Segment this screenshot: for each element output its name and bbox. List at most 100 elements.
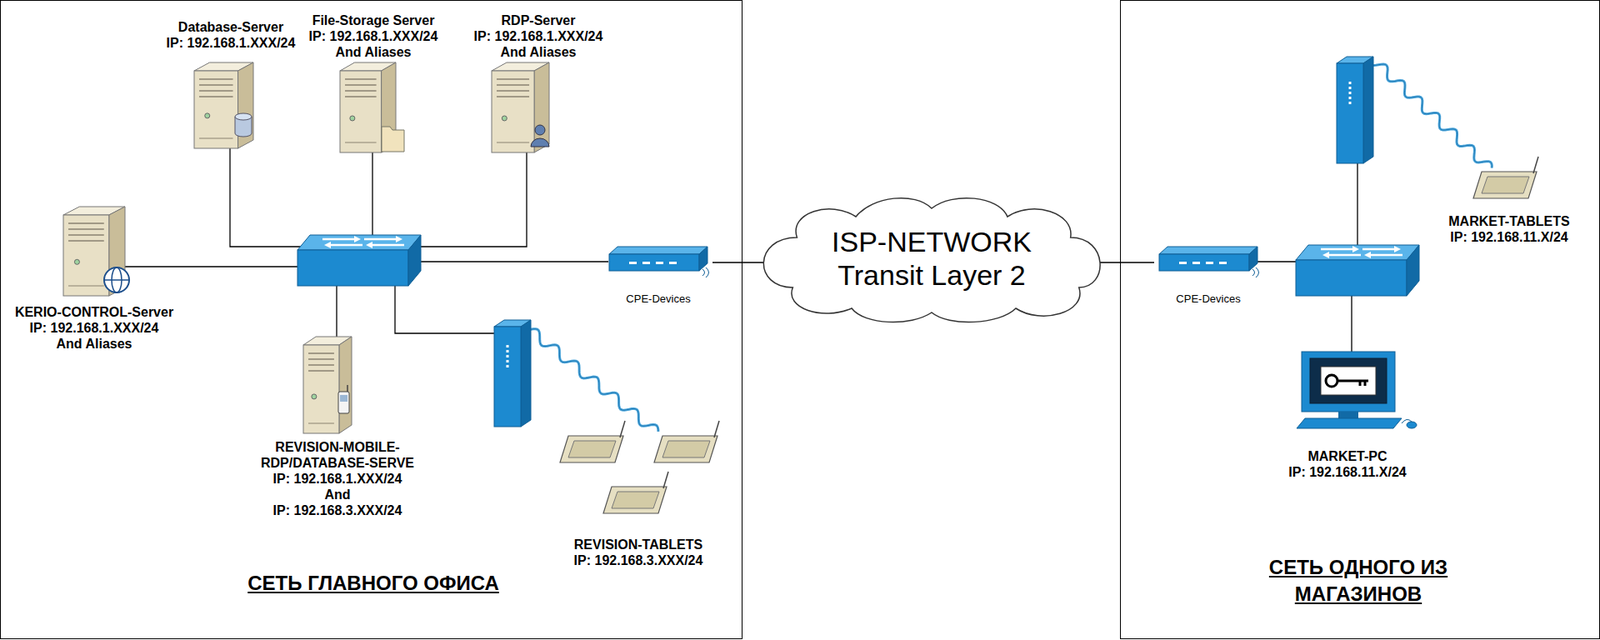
tablet-icon	[654, 420, 720, 463]
switch-arrow	[364, 238, 398, 241]
switch-arrowhead	[1352, 245, 1360, 253]
cpe-icon	[1154, 244, 1263, 278]
node-text: IP: 192.168.11.X/24	[1448, 229, 1570, 245]
node-text: And Aliases	[474, 44, 604, 60]
cable	[1350, 295, 1352, 352]
switch-top	[1295, 245, 1420, 260]
node-text: IP: 192.168.11.X/24	[1288, 464, 1406, 480]
node-text: CPE-Devices	[1154, 292, 1263, 306]
cpe-led	[1179, 261, 1187, 265]
cpe-led	[1205, 261, 1214, 265]
key-panel	[1320, 366, 1376, 395]
cpe-device: CPE-Devices	[604, 244, 713, 313]
cpe-led	[669, 261, 677, 265]
monitor-screen	[1310, 358, 1387, 404]
isp-cloud: ISP-NETWORKTransit Layer 2	[763, 191, 1100, 325]
access-point-icon	[1336, 56, 1374, 164]
switch-front	[1295, 260, 1407, 296]
tablets-label: REVISION-TABLETSIP: 192.168.3.XXX/24	[574, 536, 704, 569]
server-bay	[68, 234, 105, 236]
ap-led	[506, 355, 510, 358]
tablets-label: MARKET-TABLETSIP: 192.168.11.X/24	[1448, 213, 1570, 245]
cable	[395, 285, 495, 334]
switch-arrowhead	[324, 241, 331, 249]
server-front	[303, 345, 340, 434]
cloud-shape	[763, 191, 1100, 325]
switch-arrowhead	[1364, 251, 1371, 259]
server-label: File-Storage ServerIP: 192.168.1.XXX/24A…	[309, 12, 439, 60]
ap-led	[1349, 96, 1352, 100]
server-bay	[496, 78, 530, 80]
node-text: IP: 192.168.1.XXX/24	[166, 35, 296, 51]
switch-side	[408, 235, 421, 286]
node-text: ISP-NETWORK	[831, 225, 1032, 259]
access-point-icon	[494, 320, 531, 427]
ap-led	[1349, 81, 1352, 85]
globe-equator	[104, 279, 130, 281]
region-title: СЕТЬ ОДНОГО ИЗ МАГАЗИНОВ	[1225, 554, 1492, 608]
isp-link	[1100, 261, 1155, 263]
radio-link-edge	[520, 321, 659, 432]
cable	[371, 152, 373, 235]
server-bay	[308, 358, 335, 360]
cpe-top	[1159, 246, 1258, 255]
ap-led	[506, 350, 510, 353]
node-text: REVISION-TABLETS	[574, 536, 704, 553]
key-bow	[1325, 375, 1338, 387]
server-icon	[303, 336, 352, 434]
cpe-top	[609, 246, 708, 255]
cpe-led	[655, 261, 664, 265]
server-front	[194, 70, 239, 149]
node-text: IP: 192.168.1.XXX/24	[474, 28, 604, 45]
node-text: KERIO-CONTROL-Server	[15, 304, 174, 320]
switch-top	[297, 235, 421, 250]
switch-icon	[1295, 245, 1420, 296]
cable	[125, 265, 298, 267]
pc-label: MARKET-PCIP: 192.168.11.X/24	[1288, 448, 1406, 480]
monitor-frame	[1301, 351, 1395, 412]
cpe-signal	[1252, 267, 1260, 278]
mouse	[1406, 421, 1417, 429]
server-bay	[199, 95, 234, 98]
user-body	[530, 138, 550, 147]
node-text: And	[250, 486, 425, 503]
server-bay	[68, 222, 105, 225]
cable	[1256, 260, 1296, 262]
switch-arrowhead	[395, 235, 403, 243]
ap-led	[506, 365, 510, 368]
tablet-stylus	[620, 420, 625, 438]
server-bay	[496, 90, 530, 92]
switch-arrow	[1327, 254, 1361, 257]
cpe-device: CPE-Devices	[1154, 244, 1263, 313]
node-text: And Aliases	[15, 335, 174, 352]
node-text: File-Storage Server	[309, 12, 439, 29]
radio-link	[1370, 56, 1493, 169]
cable	[1356, 163, 1358, 245]
server-vent	[308, 423, 335, 425]
ap-led	[1349, 86, 1352, 90]
node-text: IP: 192.168.1.XXX/24	[15, 320, 174, 336]
node-text: MARKET-TABLETS	[1448, 213, 1570, 230]
globe	[104, 267, 130, 293]
server-front	[491, 70, 535, 153]
tablet-screen	[1481, 176, 1530, 194]
server-bay	[345, 78, 377, 80]
server-bay	[68, 228, 105, 230]
cpe-front	[1159, 254, 1250, 271]
node-text: IP: 192.168.1.XXX/24	[309, 28, 439, 45]
server-icon	[491, 62, 550, 153]
switch-arrow	[1362, 248, 1396, 251]
server-icon	[194, 62, 254, 149]
tablet-icon	[560, 420, 625, 463]
tablet-stylus	[1533, 156, 1539, 174]
tablet-stylus	[714, 420, 720, 438]
phone-screen	[340, 395, 348, 402]
switch-arrowhead	[365, 241, 373, 249]
cpe-led	[1192, 261, 1200, 265]
cable	[420, 260, 609, 262]
pc-icon	[1296, 351, 1417, 429]
server-front	[340, 70, 382, 153]
user-head	[535, 125, 545, 135]
